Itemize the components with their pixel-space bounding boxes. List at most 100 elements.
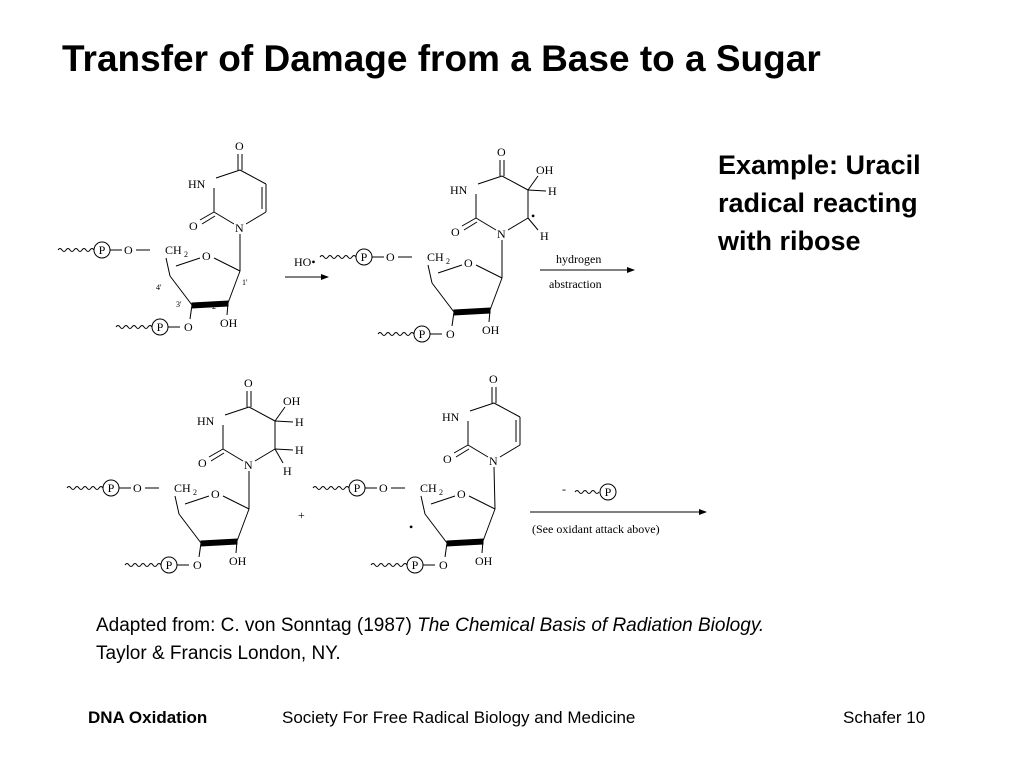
arrow-label-abstraction: abstraction	[549, 277, 602, 291]
carbonyl-c2-double	[463, 221, 478, 231]
ring-oxygen: O	[464, 256, 473, 270]
leaving-phosphate-label: P	[605, 485, 612, 499]
leaving-charge: -	[562, 482, 566, 496]
carbonyl-c2-double	[201, 215, 216, 225]
footer-page: Schafer 10	[843, 708, 926, 727]
carbonyl-oxygen-4: O	[489, 372, 498, 386]
bond-c4-c5	[501, 175, 529, 191]
5-prime-phosphate-label: P	[361, 250, 368, 264]
5-prime-chain	[312, 486, 350, 490]
carbonyl-oxygen-2: O	[198, 456, 207, 470]
bond-c3-o3	[451, 311, 455, 327]
footer-course: DNA Oxidation	[88, 708, 208, 727]
bond-c4-c5	[165, 257, 171, 277]
side-note: Example: Uracil radical reacting with ri…	[718, 146, 1008, 260]
bond-c1-n	[493, 466, 496, 510]
carbonyl-oxygen-2: O	[189, 219, 198, 233]
5-prime-oxygen: O	[133, 481, 142, 495]
bond-c6-h	[527, 217, 539, 231]
reaction-arrow-1: HO•	[285, 255, 329, 280]
bond-c4-o4	[175, 257, 201, 267]
3-prime-oxygen: O	[439, 558, 448, 572]
5-prime-oxygen: O	[379, 481, 388, 495]
bond-c6-n1	[245, 211, 267, 225]
wedge-c3-c2	[200, 538, 238, 547]
bond-c6-n1	[499, 444, 521, 458]
ring-nh-3: HN	[442, 410, 460, 424]
ring-oxygen: O	[457, 487, 466, 501]
5-prime-phosphate-label: P	[354, 481, 361, 495]
arrow-label-see-oxidant: (See oxidant attack above)	[532, 522, 660, 536]
3-prime-chain	[115, 325, 153, 329]
bond-n3-c4	[469, 402, 495, 412]
side-note-line-2: radical reacting	[718, 188, 918, 218]
bond-n3-c4	[224, 406, 250, 416]
carbonyl-c2-double	[210, 452, 225, 462]
5-prime-oxygen: O	[386, 250, 395, 264]
bond-c5-oh	[527, 175, 539, 191]
3-prime-chain	[124, 563, 162, 567]
bond-c2-oh	[488, 309, 491, 323]
carbonyl-oxygen-4: O	[497, 145, 506, 159]
5-prime-phosphate-label: P	[108, 481, 115, 495]
bond-c4-o4	[437, 264, 463, 274]
bond-c4-c3	[178, 513, 202, 544]
citation-book-title: The Chemical Basis of Radiation Biology.	[417, 615, 765, 636]
bond-c1-c2	[236, 508, 250, 542]
5-prime-ch2-subscript: 2	[446, 257, 450, 266]
bond-c4-c5	[493, 402, 521, 418]
5-prime-ch2-subscript: 2	[184, 250, 188, 259]
2-prime-hydroxyl: OH	[475, 554, 493, 568]
bond-c5-oh	[274, 406, 286, 422]
carbonyl-c2	[199, 211, 215, 221]
c4-sugar-radical: •	[409, 520, 413, 534]
bond-c4-c5	[248, 406, 276, 422]
wedge-c3-c2	[446, 538, 484, 547]
5-prime-ch2-subscript: 2	[439, 488, 443, 497]
5-prime-ch2-ch: CH	[174, 481, 191, 495]
wedge-c3-c2	[191, 300, 229, 309]
bond-c6-h-b	[274, 448, 284, 464]
5-prime-chain	[57, 248, 95, 252]
reaction-arrow-2: hydrogen abstraction	[540, 252, 635, 291]
5-prime-chain	[66, 486, 104, 490]
c6-hydrogen: H	[540, 229, 549, 243]
bond-c5-h	[527, 189, 547, 192]
ring-nh-3: HN	[197, 414, 215, 428]
ring-nitrogen-1: N	[235, 221, 244, 235]
5-prime-ch2-ch: CH	[427, 250, 444, 264]
carbonyl-c2-double	[455, 448, 470, 458]
slide-title: Transfer of Damage from a Base to a Suga…	[62, 38, 821, 79]
2-prime-hydroxyl: OH	[482, 323, 500, 337]
bond-c6-n1	[507, 217, 529, 231]
5-prime-ch2-ch: CH	[420, 481, 437, 495]
ring-number-1: 1'	[242, 278, 248, 287]
bond-c4-c3	[169, 275, 193, 306]
bond-c1-c2	[227, 270, 241, 304]
ring-number-4: 4'	[156, 283, 162, 292]
5-prime-ch2-ch: CH	[165, 243, 182, 257]
arrow-label-hydrogen: hydrogen	[556, 252, 601, 266]
bond-o4-c1	[468, 495, 496, 510]
plus-sign: +	[298, 508, 305, 522]
3-prime-phosphate-label: P	[412, 558, 419, 572]
5-prime-ch2-subscript: 2	[193, 488, 197, 497]
c6-radical: •	[531, 209, 535, 223]
3-prime-phosphate-label: P	[157, 320, 164, 334]
carbonyl-c2	[208, 448, 224, 458]
2-prime-hydroxyl: OH	[229, 554, 247, 568]
bond-n1-c2	[213, 211, 235, 225]
3-prime-phosphate-label: P	[419, 327, 426, 341]
carbonyl-c2	[453, 444, 469, 454]
bond-c1-c2	[489, 277, 503, 311]
plus-symbol: +	[298, 508, 305, 522]
carbonyl-oxygen-4: O	[244, 376, 253, 390]
reagent-hydroxyl-radical: HO•	[294, 255, 316, 269]
bond-c4-o4	[430, 495, 456, 505]
ring-nh-3: HN	[450, 183, 468, 197]
side-note-line-1: Example: Uracil	[718, 150, 921, 180]
bond-o4-c1	[222, 495, 250, 510]
